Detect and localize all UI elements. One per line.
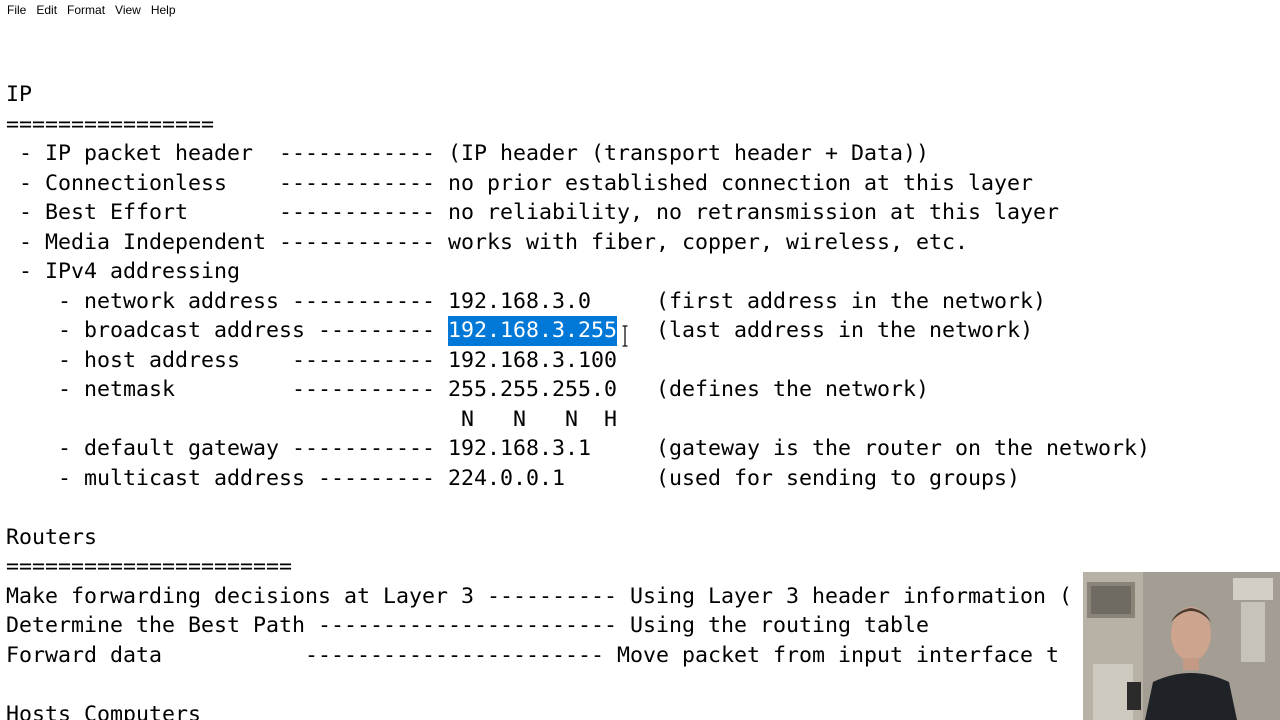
- selected-text: 192.168.3.255: [448, 316, 618, 346]
- menu-edit[interactable]: Edit: [36, 3, 58, 17]
- text-segment: - netmask ----------- 255.255.255.0 (def…: [6, 377, 930, 402]
- text-line: - Media Independent ------------ works w…: [6, 228, 968, 258]
- text-segment: Forward data ----------------------- Mov…: [6, 642, 1060, 668]
- text-line: - Connectionless ------------ no prior e…: [6, 169, 1033, 199]
- text-segment: - multicast address --------- 224.0.0.1 …: [6, 465, 1021, 491]
- text-segment: N N N H: [6, 406, 618, 432]
- text-segment: (last address in the network): [617, 318, 1034, 343]
- text-segment: - Best Effort ------------ no reliabilit…: [6, 200, 1060, 225]
- text-line: IP: [6, 80, 32, 110]
- menu-view[interactable]: View: [115, 3, 141, 17]
- menu-bar: File Edit Format View Help: [0, 0, 1280, 20]
- text-segment: Hosts Computers: [6, 701, 202, 720]
- text-segment: - Media Independent ------------ works w…: [6, 229, 969, 255]
- text-line: - host address ----------- 192.168.3.100: [6, 346, 617, 376]
- text-segment: IP: [6, 82, 33, 107]
- text-line: Forward data ----------------------- Mov…: [6, 641, 1059, 671]
- text-segment: Determine the Best Path ----------------…: [6, 613, 930, 638]
- text-line: Make forwarding decisions at Layer 3 ---…: [6, 582, 1072, 612]
- text-editor-area[interactable]: IP ================ - IP packet header --…: [0, 20, 1280, 720]
- text-line: N N N H: [6, 405, 617, 435]
- text-line: ================: [6, 110, 214, 140]
- text-line: - IPv4 addressing: [6, 257, 240, 287]
- text-line: - Best Effort ------------ no reliabilit…: [6, 198, 1059, 228]
- text-line: - netmask ----------- 255.255.255.0 (def…: [6, 375, 929, 405]
- text-segment: Make forwarding decisions at Layer 3 ---…: [6, 583, 1073, 609]
- text-line: Determine the Best Path ----------------…: [6, 611, 929, 641]
- text-line: - multicast address --------- 224.0.0.1 …: [6, 464, 1020, 494]
- text-segment: - broadcast address ---------: [6, 318, 449, 343]
- text-line: - network address ----------- 192.168.3.…: [6, 287, 1046, 317]
- text-line: Hosts Computers: [6, 700, 201, 720]
- menu-help[interactable]: Help: [150, 3, 176, 17]
- text-line: - default gateway ----------- 192.168.3.…: [6, 434, 1150, 464]
- presenter-video-image: [1083, 572, 1280, 720]
- text-segment: - Connectionless ------------ no prior e…: [6, 170, 1034, 196]
- menu-file[interactable]: File: [7, 3, 27, 17]
- menu-format[interactable]: Format: [67, 3, 106, 17]
- text-segment: - IP packet header ------------ (IP head…: [6, 141, 930, 166]
- text-segment: ================: [6, 111, 215, 137]
- text-segment: Routers: [6, 524, 98, 550]
- text-segment: - default gateway ----------- 192.168.3.…: [6, 436, 1151, 461]
- text-segment: - host address ----------- 192.168.3.100: [6, 347, 618, 373]
- text-line: ======================: [6, 552, 292, 582]
- text-line: - broadcast address --------- 192.168.3.…: [6, 316, 1033, 346]
- text-segment: - network address ----------- 192.168.3.…: [6, 288, 1047, 314]
- text-segment: - IPv4 addressing: [6, 259, 241, 284]
- text-line: - IP packet header ------------ (IP head…: [6, 139, 929, 169]
- text-segment: ======================: [6, 554, 293, 579]
- webcam-overlay: [1083, 572, 1280, 720]
- text-line: Routers: [6, 523, 97, 553]
